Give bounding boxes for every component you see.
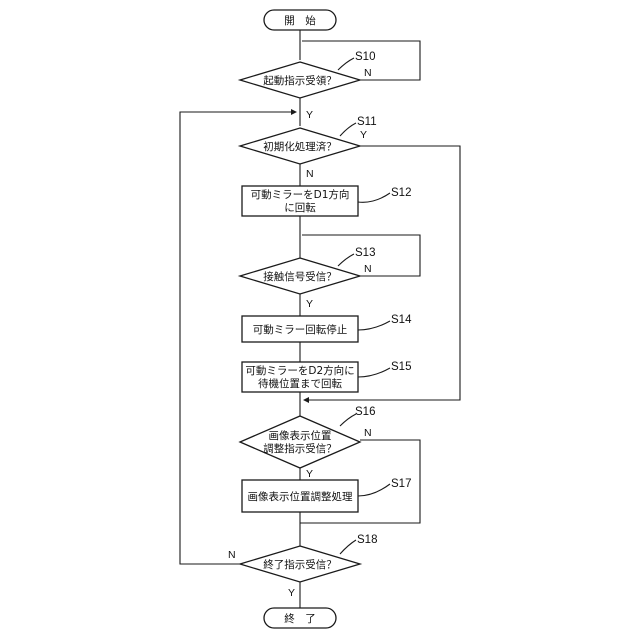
- branch-s16-yes: Y: [306, 468, 313, 480]
- branch-s10-yes: Y: [306, 109, 313, 121]
- step-s16: S16: [355, 406, 375, 418]
- branch-s11-yes: Y: [360, 129, 367, 141]
- step-s11: S11: [357, 116, 377, 128]
- terminal-end: 終 了: [264, 608, 336, 628]
- decision-s16: 画像表示位置 調整指示受信？ S16 N Y: [240, 406, 375, 480]
- leader-s13: [338, 254, 354, 266]
- branch-s18-no: N: [228, 549, 236, 561]
- step-s18: S18: [357, 534, 377, 546]
- process-s17: 画像表示位置調整処理 S17: [242, 478, 411, 512]
- process-s17-label: 画像表示位置調整処理: [248, 490, 353, 503]
- decision-s10: 起動指示受領？ S10 N: [240, 51, 375, 98]
- process-s15-line1: 可動ミラーをD2方向に: [245, 364, 354, 377]
- branch-s13-no: N: [364, 263, 372, 275]
- decision-s11: 初期化処理済？ S11 Y Y N: [240, 109, 377, 180]
- decision-s13: 接触信号受信？ S13 N Y: [240, 247, 375, 310]
- decision-s18-label: 終了指示受信？: [263, 558, 337, 571]
- step-s14: S14: [391, 314, 412, 326]
- decision-s16-line1: 画像表示位置: [269, 429, 332, 442]
- step-s13: S13: [355, 247, 375, 259]
- leader-s15: [358, 368, 390, 377]
- process-s15: 可動ミラーをD2方向に 待機位置まで回転 S15: [242, 361, 411, 392]
- process-s12: 可動ミラーをD1方向 に回転 S12: [242, 186, 411, 216]
- leader-s10: [338, 58, 354, 70]
- leader-s16: [340, 414, 356, 426]
- decision-s11-label: 初期化処理済？: [263, 140, 337, 153]
- step-s15: S15: [391, 361, 411, 373]
- step-s12: S12: [391, 187, 411, 199]
- process-s15-line2: 待機位置まで回転: [258, 377, 342, 390]
- decision-s16-line2: 調整指示受信？: [263, 442, 337, 455]
- terminal-start-label: 開 始: [284, 14, 316, 27]
- branch-s13-yes: Y: [306, 298, 313, 310]
- branch-s11-no: N: [306, 168, 314, 180]
- terminal-start: 開 始: [264, 10, 336, 30]
- step-s10: S10: [355, 51, 375, 63]
- terminal-end-label: 終 了: [284, 612, 316, 625]
- leader-s11: [340, 123, 356, 136]
- step-s17: S17: [391, 478, 411, 490]
- process-s14: 可動ミラー回転停止 S14: [242, 314, 412, 342]
- branch-s18-yes: Y: [288, 587, 295, 599]
- leader-s14: [358, 321, 390, 330]
- decision-s13-label: 接触信号受信？: [263, 270, 337, 283]
- process-s12-line2: に回転: [284, 202, 316, 214]
- branch-s16-no: N: [364, 427, 372, 439]
- process-s14-label: 可動ミラー回転停止: [253, 323, 348, 336]
- decision-s10-label: 起動指示受領？: [263, 74, 337, 87]
- leader-s18: [340, 540, 356, 554]
- leader-s17: [358, 484, 390, 496]
- branch-s10-no: N: [364, 67, 372, 79]
- decision-s18: 終了指示受信？ S18 N Y: [228, 534, 377, 599]
- process-s12-line1: 可動ミラーをD1方向: [251, 188, 350, 201]
- leader-s12: [358, 193, 390, 202]
